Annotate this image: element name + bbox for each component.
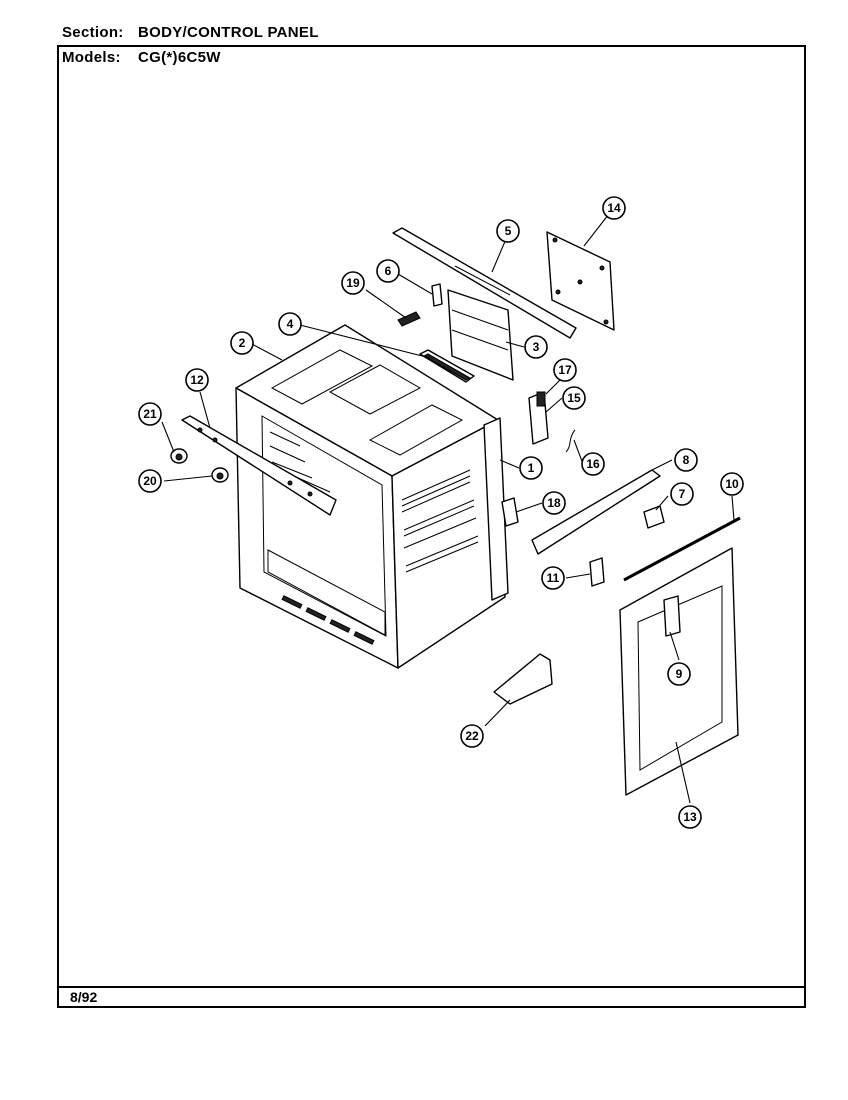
svg-text:16: 16 (586, 457, 600, 471)
svg-text:18: 18 (547, 496, 561, 510)
svg-text:22: 22 (465, 729, 479, 743)
handle-bracket-9 (663, 595, 681, 637)
callout-2: 2 (230, 331, 254, 355)
callout-19: 19 (341, 271, 365, 295)
svg-text:19: 19 (346, 276, 360, 290)
bracket-6 (431, 283, 443, 307)
bracket-7 (643, 505, 665, 529)
plate-11 (589, 557, 605, 587)
bracket-22 (493, 653, 553, 705)
svg-text:4: 4 (287, 317, 294, 331)
footer-divider (57, 986, 806, 988)
door-trim-rail (531, 469, 661, 555)
callout-14: 14 (602, 196, 626, 220)
models-value: CG(*)6C5W (138, 49, 221, 66)
hinge-18 (501, 497, 519, 527)
svg-text:9: 9 (676, 667, 683, 681)
callout-16: 16 (581, 452, 605, 476)
rod-10 (623, 516, 741, 582)
callout-6: 6 (376, 259, 400, 283)
models-label: Models: (62, 49, 121, 66)
svg-text:15: 15 (567, 391, 581, 405)
control-panel (447, 289, 514, 381)
callout-11: 11 (541, 566, 565, 590)
svg-text:20: 20 (143, 474, 157, 488)
svg-text:7: 7 (679, 487, 686, 501)
callout-12: 12 (185, 368, 209, 392)
front-trim-bar (181, 415, 337, 516)
callout-13: 13 (678, 805, 702, 829)
section-header: Section: BODY/CONTROL PANEL (62, 24, 319, 41)
leader-lines (161, 209, 735, 804)
callout-9: 9 (667, 662, 691, 686)
callout-3: 3 (524, 335, 548, 359)
footer-date: 8/92 (70, 989, 98, 1005)
knob-20 (211, 467, 229, 483)
callout-20: 20 (138, 469, 162, 493)
callout-17: 17 (553, 358, 577, 382)
svg-text:3: 3 (533, 340, 540, 354)
callout-5: 5 (496, 219, 520, 243)
section-label: Section: (62, 24, 124, 41)
svg-text:10: 10 (725, 477, 739, 491)
knob-21 (170, 448, 188, 464)
callout-7: 7 (670, 482, 694, 506)
section-value: BODY/CONTROL PANEL (138, 24, 319, 41)
svg-text:6: 6 (385, 264, 392, 278)
svg-text:13: 13 (683, 810, 697, 824)
models-header: Models: CG(*)6C5W (62, 49, 221, 66)
callout-1: 1 (519, 456, 543, 480)
svg-text:2: 2 (239, 336, 246, 350)
callout-10: 10 (720, 472, 744, 496)
clip-19 (397, 311, 421, 327)
callout-15: 15 (562, 386, 586, 410)
callout-21: 21 (138, 402, 162, 426)
svg-text:17: 17 (558, 363, 572, 377)
svg-text:8: 8 (683, 453, 690, 467)
rear-control-panel (392, 227, 577, 339)
callout-8: 8 (674, 448, 698, 472)
trim-bar-holes (197, 427, 313, 497)
oven-body (235, 324, 509, 669)
svg-text:14: 14 (607, 201, 621, 215)
svg-text:11: 11 (547, 571, 560, 585)
callout-4: 4 (278, 312, 302, 336)
svg-text:21: 21 (143, 407, 157, 421)
svg-text:5: 5 (505, 224, 512, 238)
svg-text:1: 1 (528, 461, 535, 475)
callout-22: 22 (460, 724, 484, 748)
diagram-frame (57, 45, 806, 1008)
svg-text:12: 12 (190, 373, 204, 387)
callout-18: 18 (542, 491, 566, 515)
wire-16 (565, 429, 576, 453)
